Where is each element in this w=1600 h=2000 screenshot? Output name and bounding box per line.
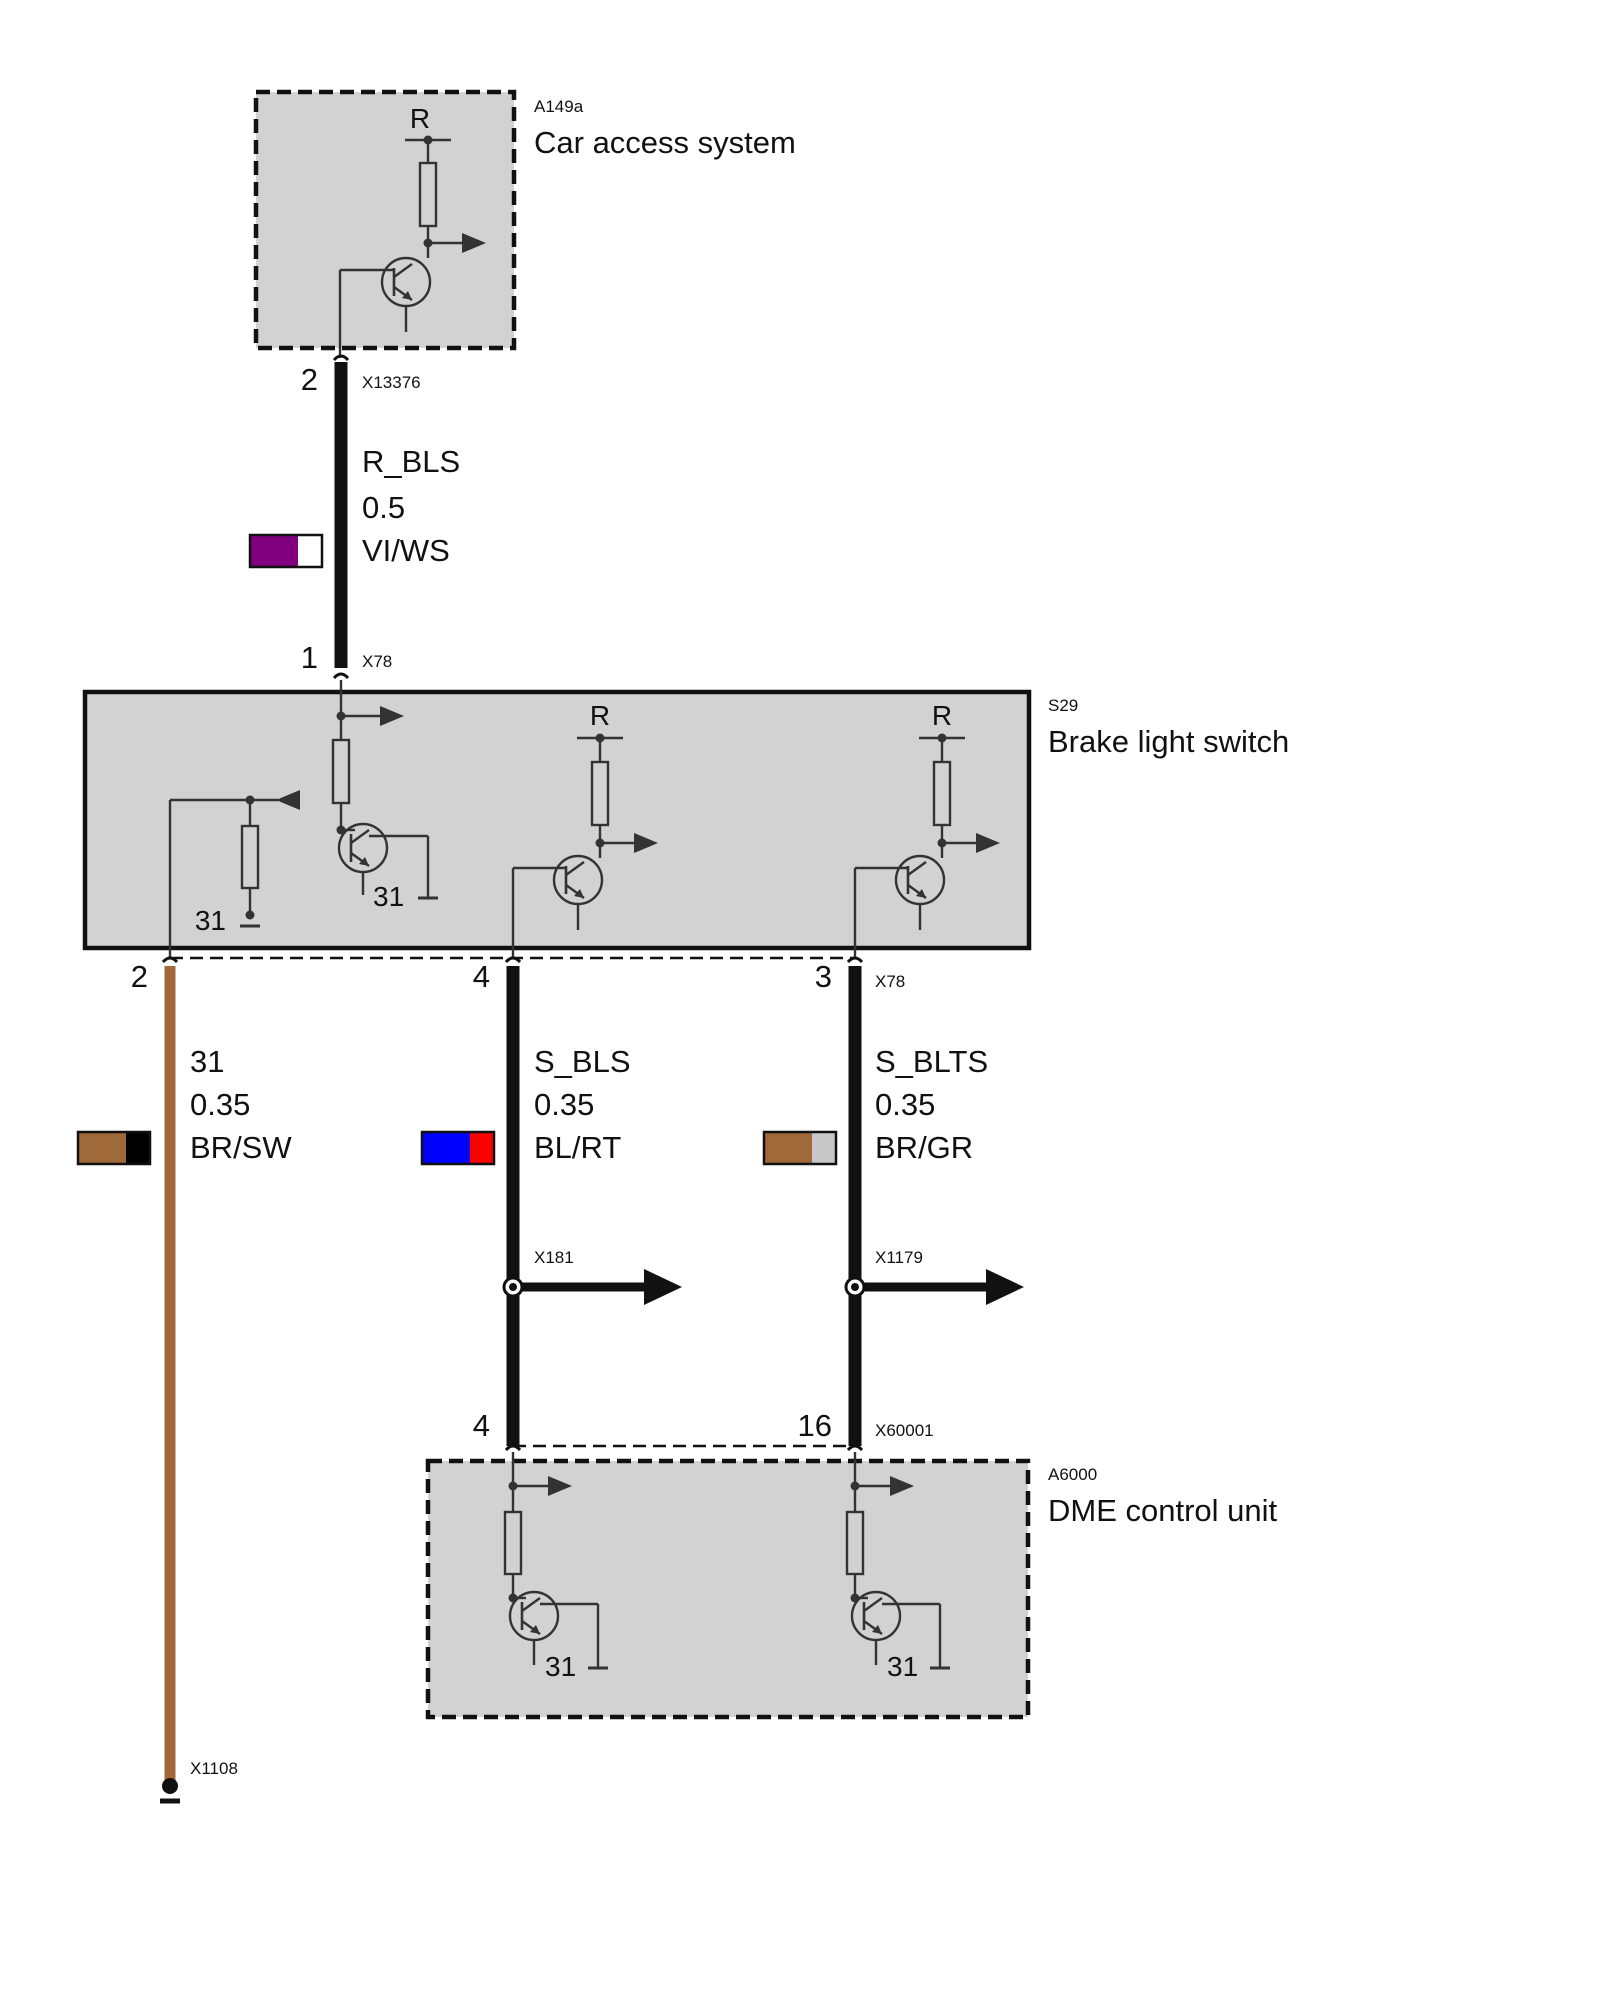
- wire-signal: S_BLS: [534, 1044, 631, 1079]
- color-swatch-secondary: [298, 535, 322, 567]
- color-swatch-primary: [422, 1132, 470, 1164]
- color-swatch-secondary: [812, 1132, 836, 1164]
- pin-cas-out: 2: [301, 362, 318, 397]
- wire-r-bls: R_BLS 0.5 VI/WS: [248, 362, 460, 668]
- wire-signal: 31: [190, 1044, 224, 1079]
- ground-label: 31: [373, 881, 404, 912]
- signal-arrow-icon: [462, 233, 486, 253]
- wire-color-code: VI/WS: [362, 533, 450, 568]
- supply-label: R: [932, 700, 952, 731]
- signal-arrow-icon: [276, 790, 300, 810]
- connector-branch: X181: [534, 1248, 574, 1267]
- ground-label: 31: [195, 905, 226, 936]
- connector-bls-bottom: X78: [875, 972, 905, 991]
- component-code: A6000: [1048, 1465, 1097, 1484]
- color-swatch-primary: [250, 535, 298, 567]
- supply-label: R: [590, 700, 610, 731]
- connector-cas-out: X13376: [362, 373, 421, 392]
- wire-size: 0.35: [190, 1087, 250, 1122]
- supply-label: R: [410, 103, 430, 134]
- brake-light-switch: S29 Brake light switch 31 31 R: [82, 680, 1289, 958]
- branch-arrow-icon: [986, 1269, 1024, 1305]
- wire-color-code: BR/SW: [190, 1130, 292, 1165]
- wire-size: 0.35: [875, 1087, 935, 1122]
- wire-signal: S_BLTS: [875, 1044, 988, 1079]
- component-code: S29: [1048, 696, 1078, 715]
- wire-signal: R_BLS: [362, 444, 460, 479]
- signal-arrow-icon: [976, 833, 1000, 853]
- component-name: Brake light switch: [1048, 724, 1289, 759]
- signal-arrow-icon: [890, 1476, 914, 1496]
- wire-ground: 31 0.35 BR/SW X1108: [76, 966, 292, 1804]
- wire-size: 0.35: [534, 1087, 594, 1122]
- color-swatch-primary: [78, 1132, 126, 1164]
- pin-bls-ground: 2: [131, 959, 148, 994]
- color-swatch-primary: [764, 1132, 812, 1164]
- ground-label: 31: [887, 1651, 918, 1682]
- wire-color-code: BL/RT: [534, 1130, 621, 1165]
- color-swatch-secondary: [126, 1132, 150, 1164]
- component-name: DME control unit: [1048, 1493, 1278, 1528]
- dme-control-unit: A6000 DME control unit 31 31: [425, 1452, 1278, 1720]
- wire-size: 0.5: [362, 490, 405, 525]
- connector-ground: X1108: [190, 1759, 238, 1778]
- signal-arrow-icon: [548, 1476, 572, 1496]
- pin-dme-s-bls: 4: [473, 1408, 490, 1443]
- pin-bls-s-blts: 3: [815, 959, 832, 994]
- wire-s-blts: S_BLTS 0.35 BR/GR X1179: [762, 966, 1024, 1446]
- connector-bls-top: X78: [362, 652, 392, 671]
- connector-branch: X1179: [875, 1248, 923, 1267]
- pin-bls-in: 1: [301, 640, 318, 675]
- wire-color-code: BR/GR: [875, 1130, 973, 1165]
- component-name: Car access system: [534, 125, 796, 160]
- color-swatch-secondary: [470, 1132, 494, 1164]
- pin-bls-s-bls: 4: [473, 959, 490, 994]
- ground-label: 31: [545, 1651, 576, 1682]
- car-access-system: A149a Car access system R: [253, 89, 796, 358]
- pin-dme-s-blts: 16: [798, 1408, 832, 1443]
- signal-arrow-icon: [634, 833, 658, 853]
- wire-s-bls: S_BLS 0.35 BL/RT X181: [420, 966, 682, 1446]
- connector-dme: X60001: [875, 1421, 934, 1440]
- component-code: A149a: [534, 97, 584, 116]
- signal-arrow-icon: [380, 706, 404, 726]
- branch-arrow-icon: [644, 1269, 682, 1305]
